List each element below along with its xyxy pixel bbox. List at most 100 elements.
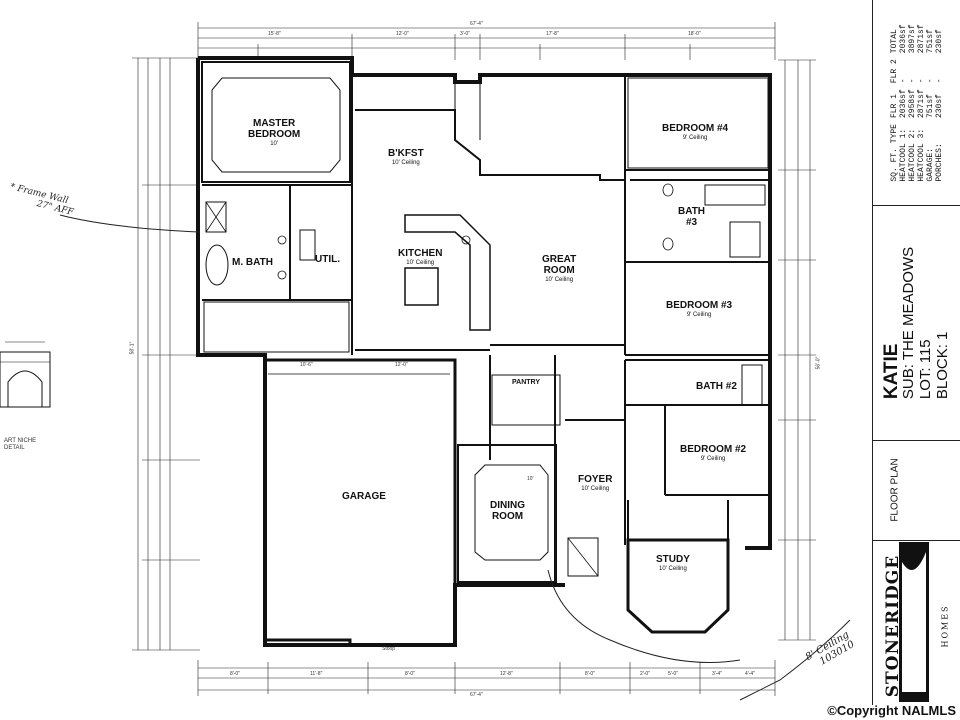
sqft-header-row: SQ. FT. TYPE FLR 1 FLR 2 TOTAL <box>890 21 899 184</box>
dimension-lines-bottom <box>197 660 776 696</box>
room-garage: GARAGE <box>342 491 386 502</box>
dim-top-1: 15'-8" <box>268 31 281 37</box>
dining-ceiling: 10' <box>527 476 534 482</box>
room-bedroom-3: BEDROOM #3 9' Ceiling <box>666 300 732 319</box>
study-walls <box>626 500 730 634</box>
bedroom3-label: BEDROOM #3 <box>666 300 733 311</box>
sqft-cell: - <box>917 77 926 83</box>
stoneridge-logo-icon <box>899 542 929 702</box>
sqft-cell: HEATCOOL 2: <box>908 128 917 182</box>
plan-block: BLOCK: 1 <box>934 331 951 399</box>
room-pantry: PANTRY <box>512 377 540 388</box>
center-walls <box>457 355 625 585</box>
sqft-cell: 2036sf <box>899 23 908 53</box>
room-bath-3: BATH #3 <box>678 206 705 228</box>
room-m-bath: M. BATH <box>232 257 273 268</box>
sqft-cell: - <box>908 77 917 83</box>
sqft-row: HEATCOOL 1:2036sf-2036sf <box>899 21 908 184</box>
master-bedroom-label-2: BEDROOM <box>248 129 301 140</box>
dim-bottom-1: 8'-0" <box>230 671 240 677</box>
room-foyer: FOYER 10' Ceiling <box>578 474 612 493</box>
master-bedroom-label-1: MASTER <box>253 118 296 129</box>
pantry-label: PANTRY <box>512 379 540 386</box>
util-label: UTIL. <box>315 254 340 265</box>
sqft-cell: - <box>935 77 944 83</box>
hand-drawn-lines <box>59 214 851 701</box>
room-study: STUDY 10' Ceiling <box>656 554 690 573</box>
sqft-row: PORCHES:230sf-230sf <box>935 21 944 184</box>
art-niche-line-2: DETAIL <box>4 445 25 451</box>
bedroom4-label: BEDROOM #4 <box>662 123 729 134</box>
sqft-cell: 751sf <box>926 28 935 53</box>
plan-lot: LOT: 115 <box>917 338 934 399</box>
room-great-room: GREAT ROOM 10' Ceiling <box>542 254 576 284</box>
bedroom-wing-walls <box>624 77 770 545</box>
master-suite-walls <box>201 61 353 355</box>
great-room-ceiling: 10' Ceiling <box>545 277 574 283</box>
sqft-cell: SQ. FT. TYPE <box>890 123 899 182</box>
room-kitchen: KITCHEN 10' Ceiling <box>398 248 442 267</box>
room-bkfst: B'KFST 10' Ceiling <box>388 148 424 167</box>
art-niche-detail <box>0 341 51 408</box>
dim-bottom-4: 12'-8" <box>500 671 513 677</box>
bedroom4-ceiling: 9' Ceiling <box>682 135 708 141</box>
sqft-cell: 2036sf <box>899 88 908 118</box>
sqft-cell: GARAGE: <box>926 147 935 182</box>
dim-overall-top: 67'-4" <box>470 21 483 27</box>
dining-label-2: ROOM <box>491 511 524 522</box>
brand-cell: STONERIDGE HOMES <box>873 540 960 705</box>
room-bedroom-4: BEDROOM #4 9' Ceiling <box>662 123 728 142</box>
great-room-label-1: GREAT <box>542 254 577 265</box>
bath3-label-2: #3 <box>685 217 698 228</box>
sqft-cell: 3897sf <box>908 23 917 53</box>
bedroom3-ceiling: 9' Ceiling <box>686 312 712 318</box>
dim-top-5: 18'-0" <box>688 31 701 37</box>
sqft-cell: FLR 2 <box>890 58 899 83</box>
dimension-lines-left <box>132 57 200 651</box>
dim-left-overall: 58'-1" <box>129 341 136 355</box>
plan-info-cell: KATIE SUB: THE MEADOWS LOT: 115 BLOCK: 1 <box>873 205 960 441</box>
dim-bottom-2: 11'-8" <box>310 671 323 677</box>
sqft-cell: TOTAL <box>890 28 899 53</box>
bath3-label-1: BATH <box>678 206 706 217</box>
dim-garage-width-2: 12'-0" <box>395 362 408 368</box>
plan-sub: SUB: THE MEADOWS <box>900 246 917 399</box>
bedroom2-ceiling: 9' Ceiling <box>700 456 726 462</box>
dim-bottom-8: 3'-4" <box>712 671 722 677</box>
plan-info: KATIE SUB: THE MEADOWS LOT: 115 BLOCK: 1 <box>881 246 951 399</box>
dimension-lines-right <box>778 59 816 641</box>
room-master-bedroom: MASTER BEDROOM 10' <box>248 118 300 148</box>
m-bath-label: M. BATH <box>232 257 273 268</box>
bkfst-label: B'KFST <box>388 148 424 159</box>
kitchen-ceiling: 10' Ceiling <box>406 260 435 266</box>
art-niche-line-1: ART NICHE <box>4 438 37 444</box>
bedroom2-label: BEDROOM #2 <box>680 444 747 455</box>
dim-bottom-6: 2'-0" <box>640 671 650 677</box>
dim-bottom-3: 8'-0" <box>405 671 415 677</box>
dim-top-3: 3'-0" <box>460 31 470 37</box>
garage-walls <box>265 358 457 645</box>
kitchen-label: KITCHEN <box>398 248 443 259</box>
sqft-cell: HEATCOOL 3: <box>917 128 926 182</box>
room-util: UTIL. <box>315 254 340 265</box>
main-living-walls <box>355 75 626 355</box>
dimension-lines-top <box>197 22 776 60</box>
sqft-cell: 2871sf <box>917 88 926 118</box>
garage-label: GARAGE <box>342 491 386 502</box>
foyer-ceiling: 10' Ceiling <box>581 486 610 492</box>
dim-overall-bottom: 67'-4" <box>470 692 483 698</box>
brand-sub: HOMES <box>940 604 950 648</box>
room-bedroom-2: BEDROOM #2 9' Ceiling <box>680 444 746 463</box>
study-label: STUDY <box>656 554 690 565</box>
sheet-name: FLOOR PLAN <box>889 458 901 522</box>
study-ceiling: 10' Ceiling <box>659 566 687 572</box>
sqft-cell: FLR 1 <box>890 93 899 118</box>
stoop-label: Stoop <box>382 646 396 652</box>
dim-garage-width: 10'-6" <box>300 362 313 368</box>
sqft-row: GARAGE:751sf-751sf <box>926 21 935 184</box>
sqft-cell: - <box>926 77 935 83</box>
